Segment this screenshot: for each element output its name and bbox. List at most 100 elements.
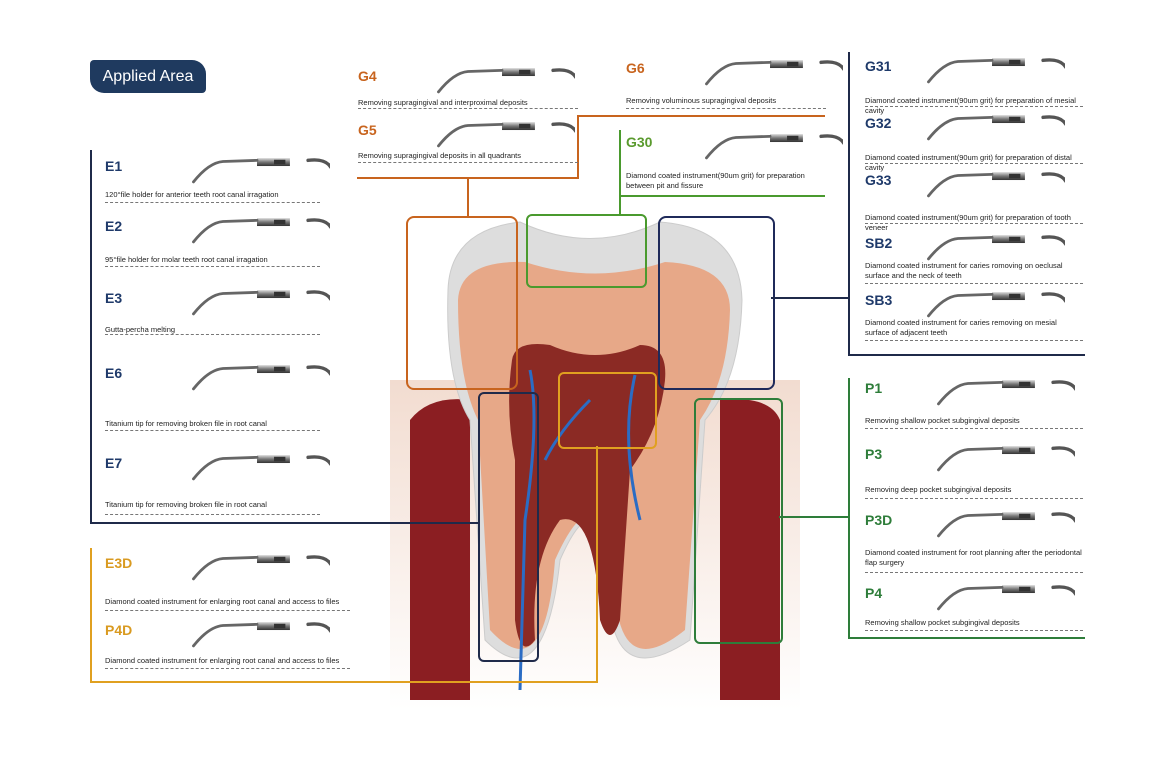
instrument-description: Titanium tip for removing broken file in…: [105, 500, 267, 509]
divider: [105, 266, 320, 267]
instrument-description: Diamond coated instrument for caries rem…: [865, 318, 1057, 337]
instrument-code: G6: [626, 60, 645, 76]
instrument-code: P1: [865, 380, 883, 396]
blood-vessels: [518, 369, 642, 691]
instrument-code: G32: [865, 115, 892, 131]
tooth-illustration: [390, 221, 800, 710]
highlight-box-g31-sb3: [658, 216, 775, 390]
instrument-code: G5: [358, 122, 377, 138]
instrument-code: G33: [865, 172, 892, 188]
instrument-tip-image: [895, 440, 1075, 476]
connector: [848, 52, 850, 356]
connector: [90, 522, 480, 524]
instrument-description: Diamond coated instrument for enlarging …: [105, 597, 340, 606]
instrument-tip-image: [663, 54, 843, 90]
connector: [596, 446, 598, 683]
connector: [577, 115, 825, 117]
connector: [619, 195, 825, 197]
divider: [865, 340, 1083, 341]
instrument-tip-image: [395, 62, 575, 98]
divider: [865, 428, 1083, 429]
instrument-description: 95°file holder for molar teeth root cana…: [105, 255, 268, 264]
connector: [848, 637, 1085, 639]
instrument-description: Diamond coated instrument(90um grit) for…: [865, 96, 1076, 115]
divider: [865, 498, 1083, 499]
instrument-description: Removing shallow pocket subgingival depo…: [865, 618, 1020, 627]
instrument-tip-image: [150, 616, 330, 652]
pulp: [509, 344, 666, 647]
instrument-description: Diamond coated instrument for caries rom…: [865, 261, 1063, 280]
instrument-tip-image: [885, 109, 1065, 145]
instrument-tip-image: [395, 116, 575, 152]
highlight-box-g4-g5: [406, 216, 518, 390]
divider: [865, 572, 1083, 573]
divider: [105, 202, 320, 203]
instrument-code: E7: [105, 455, 123, 471]
instrument-description: Titanium tip for removing broken file in…: [105, 419, 267, 428]
connector: [90, 548, 92, 683]
instrument-code: P3D: [865, 512, 893, 528]
highlight-box-g30: [526, 214, 647, 288]
connector: [619, 130, 621, 215]
connector: [771, 297, 849, 299]
instrument-tip-image: [663, 128, 843, 164]
divider: [358, 162, 578, 163]
instrument-description: Diamond coated instrument for enlarging …: [105, 656, 340, 665]
connector: [779, 516, 849, 518]
divider: [358, 108, 578, 109]
divider: [865, 106, 1083, 107]
instrument-code: SB2: [865, 235, 893, 251]
instrument-description: Removing supragingival deposits in all q…: [358, 151, 522, 160]
instrument-code: P4D: [105, 622, 133, 638]
connector: [90, 681, 598, 683]
instrument-code: E3D: [105, 555, 133, 571]
highlight-box-e3d-p4d: [558, 372, 657, 449]
instrument-code: E1: [105, 158, 123, 174]
instrument-description: Diamond coated instrument for root plann…: [865, 548, 1082, 567]
instrument-code: G31: [865, 58, 892, 74]
instrument-description: Diamond coated instrument(90um grit) for…: [626, 171, 805, 190]
instrument-description: Removing shallow pocket subgingival depo…: [865, 416, 1020, 425]
instrument-tip-image: [885, 229, 1065, 265]
instrument-tip-image: [895, 506, 1075, 542]
instrument-tip-image: [895, 579, 1075, 615]
connector: [848, 354, 1085, 356]
connector: [577, 115, 579, 179]
divider: [626, 108, 826, 109]
divider: [105, 514, 320, 515]
divider: [865, 223, 1083, 224]
divider: [105, 668, 350, 669]
divider: [105, 610, 350, 611]
divider: [105, 334, 320, 335]
connector: [90, 150, 92, 524]
instrument-code: E6: [105, 365, 123, 381]
instrument-tip-image: [895, 374, 1075, 410]
instrument-description: Removing deep pocket subgingival deposit…: [865, 485, 1012, 494]
instrument-description: Removing voluminous supragingival deposi…: [626, 96, 777, 105]
instrument-tip-image: [150, 152, 330, 188]
highlight-box-e: [478, 392, 539, 662]
instrument-tip-image: [150, 212, 330, 248]
divider: [105, 430, 320, 431]
highlight-box-p: [694, 398, 783, 644]
instrument-tip-image: [885, 166, 1065, 202]
instrument-description: Diamond coated instrument(90um grit) for…: [865, 153, 1072, 172]
instrument-code: P3: [865, 446, 883, 462]
instrument-tip-image: [150, 284, 330, 320]
instrument-code: G4: [358, 68, 377, 84]
instrument-description: Diamond coated instrument(90um grit) for…: [865, 213, 1071, 232]
gum-left: [410, 399, 470, 700]
instrument-code: P4: [865, 585, 883, 601]
applied-area-badge: Applied Area: [90, 60, 206, 93]
divider: [865, 163, 1083, 164]
instrument-code: G30: [626, 134, 653, 150]
instrument-tip-image: [885, 52, 1065, 88]
instrument-description: Removing supragingival and interproximal…: [358, 98, 528, 107]
divider: [865, 283, 1083, 284]
instrument-code: E3: [105, 290, 123, 306]
instrument-description: Gutta-percha melting: [105, 325, 176, 334]
instrument-tip-image: [150, 449, 330, 485]
instrument-code: E2: [105, 218, 123, 234]
instrument-tip-image: [885, 286, 1065, 322]
